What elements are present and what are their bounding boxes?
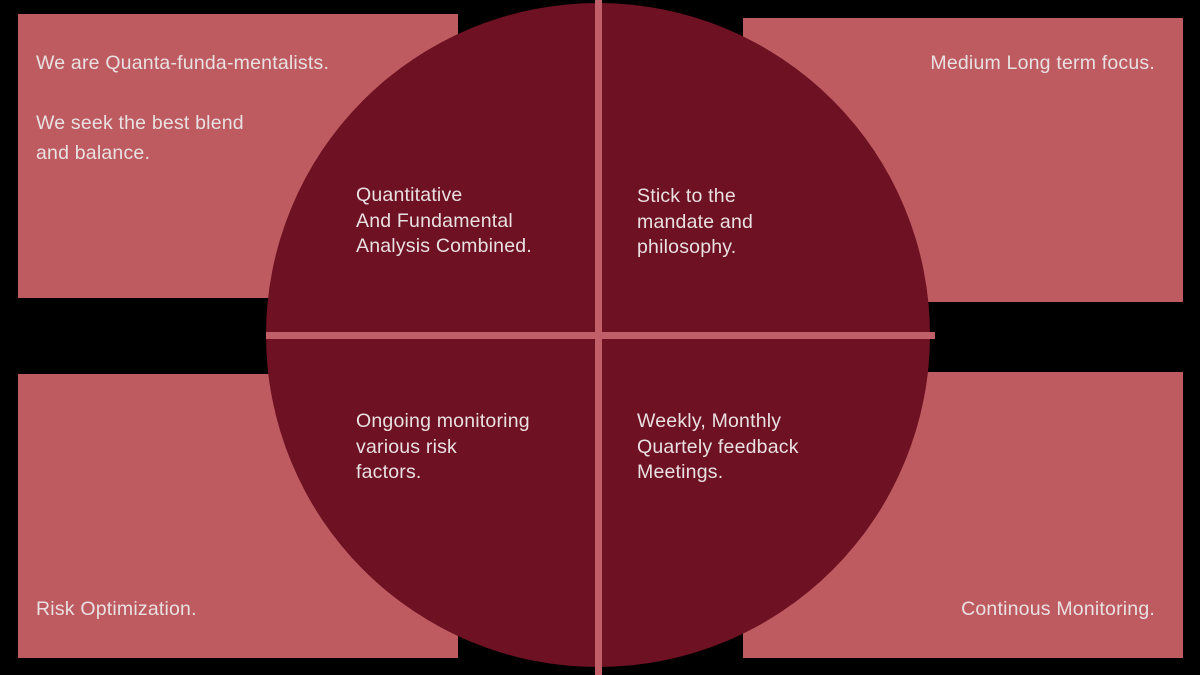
quadrant-label-lower-left: Ongoing monitoring various risk factors. bbox=[356, 410, 530, 483]
panel-caption-bottom-left: Risk Optimization. bbox=[36, 598, 197, 620]
panel-caption-top-right: Medium Long term focus. bbox=[930, 52, 1155, 74]
divider-horizontal-line bbox=[266, 332, 935, 339]
quadrant-label-upper-right: Stick to the mandate and philosophy. bbox=[637, 185, 754, 258]
quadrant-label-upper-left: Quantitative And Fundamental Analysis Co… bbox=[356, 184, 532, 257]
panel-caption-top-left: We are Quanta-funda-mentalists. We seek … bbox=[36, 52, 330, 164]
quadrant-label-lower-right: Weekly, Monthly Quartely feedback Meetin… bbox=[637, 410, 799, 483]
panel-caption-bottom-right: Continous Monitoring. bbox=[961, 598, 1155, 620]
